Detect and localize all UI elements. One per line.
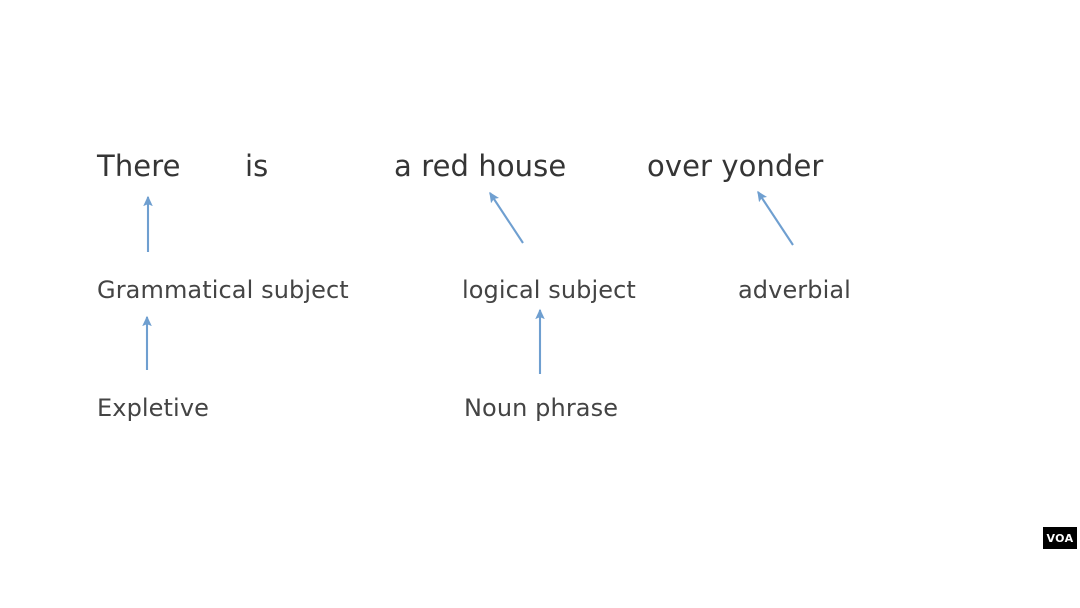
- arrow-adverbial-to-over-yonder: [757, 190, 794, 246]
- label-adverbial: adverbial: [738, 276, 851, 304]
- sentence-token-over-yonder: over yonder: [647, 149, 824, 183]
- sentence-token-is: is: [245, 149, 269, 183]
- arrow-logical-subject-to-a-red-house: [489, 191, 524, 244]
- sentence-token-there: There: [97, 149, 181, 183]
- label-grammatical-subject: Grammatical subject: [97, 276, 349, 304]
- label-noun-phrase: Noun phrase: [464, 394, 619, 422]
- label-expletive: Expletive: [97, 394, 209, 422]
- label-logical-subject: logical subject: [462, 276, 636, 304]
- sentence-token-a-red-house: a red house: [394, 149, 567, 183]
- voa-logo: VOA: [1043, 527, 1077, 549]
